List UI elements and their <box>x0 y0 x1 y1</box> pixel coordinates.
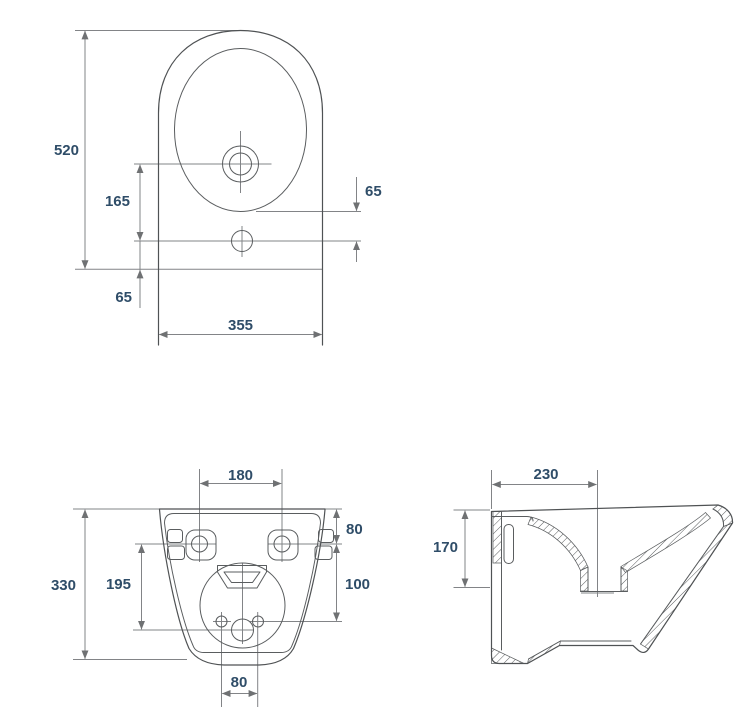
dim-label-holes-to-side-holes: 100 <box>345 576 370 593</box>
overflow-spreader-outer <box>217 565 267 589</box>
basin-rim <box>174 48 307 212</box>
drain-hole <box>231 230 253 252</box>
vent-slot-left-lower <box>167 545 185 560</box>
dim-label-holes-to-outlet: 195 <box>106 576 131 593</box>
tap-hole-inner <box>229 152 252 176</box>
dim-label-bottom-hole-spacing: 80 <box>231 674 248 691</box>
dim-label-depth: 520 <box>54 142 79 159</box>
mount-hole-right-pocket <box>267 529 299 561</box>
dim-label-mount-face-height: 170 <box>433 539 458 556</box>
fixing-pocket <box>503 524 514 564</box>
dim-label-rear-width: 355 <box>228 317 253 334</box>
dim-label-wall-to-drain: 230 <box>533 466 558 483</box>
fix-hole-left <box>215 615 228 628</box>
overflow-spreader-inner <box>223 571 261 583</box>
fix-hole-right <box>252 615 264 628</box>
section-hatch-rear-foot <box>491 647 525 664</box>
plan-view: 520 165 65 65 355 <box>54 29 382 346</box>
mount-hole-left <box>191 535 208 553</box>
rim-shelf-line <box>491 516 534 522</box>
mount-hole-right <box>273 535 291 553</box>
dim-label-rim-to-drain: 65 <box>365 183 382 200</box>
section-hatch-trap-left <box>580 566 589 592</box>
front-view: 180 80 100 330 195 80 <box>51 467 370 707</box>
drain-flange <box>199 562 286 649</box>
mount-hole-left-pocket <box>185 529 217 561</box>
dim-label-total-height: 330 <box>51 577 76 594</box>
body-section-outline <box>490 504 734 665</box>
section-hatch-front-face <box>640 522 734 650</box>
section-hatch-rear-wall <box>492 511 502 564</box>
front-wall-inner-line <box>640 508 725 645</box>
dim-label-drain-to-rear: 65 <box>115 289 132 306</box>
vent-slot-left-upper <box>167 529 183 543</box>
tap-hole-outer <box>222 145 259 183</box>
bidet-outer-outline <box>157 29 324 346</box>
dim-label-tap-to-drain: 165 <box>105 193 130 210</box>
section-hatch-front-rim <box>712 504 733 528</box>
body-outer-outline <box>158 508 326 666</box>
section-hatch-bowl-left <box>527 516 589 571</box>
outlet-hole <box>231 618 254 642</box>
side-section-view: 230 170 <box>433 466 734 665</box>
dim-label-hole-spacing: 180 <box>228 467 253 484</box>
section-hatch-trap-right <box>620 566 628 592</box>
dim-label-top-to-holes: 80 <box>346 521 363 538</box>
vent-slot-right-lower <box>314 545 333 560</box>
underside-inner-line <box>528 640 632 660</box>
body-inner-outline <box>164 513 321 653</box>
